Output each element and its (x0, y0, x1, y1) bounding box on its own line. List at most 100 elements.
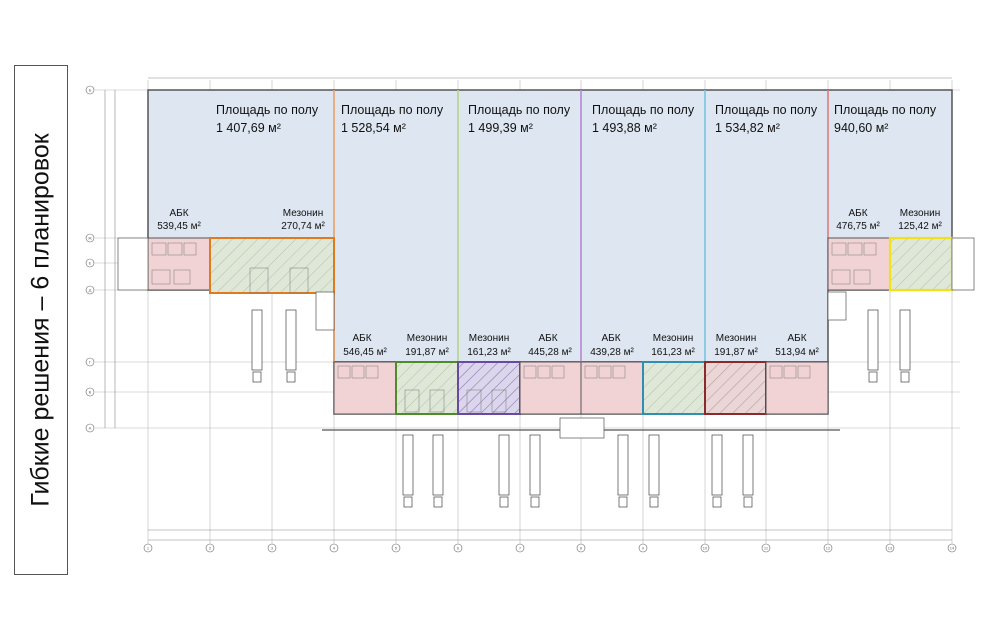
hall-1-label: Площадь по полу (216, 103, 319, 117)
axis-label: 3 (271, 546, 274, 551)
hall-6-area: 940,60 м² (834, 121, 888, 135)
abk-left-label: АБК (169, 208, 188, 219)
row-axis-label: Г (89, 360, 92, 365)
row-axis-markers: Б Ж Е Д Г В А (85, 85, 95, 433)
mezzanine-lower-2 (395, 361, 459, 415)
lower-room-details (337, 365, 811, 413)
axis-label: 5 (395, 546, 398, 551)
abk-right-label: АБК (848, 208, 867, 219)
abk-lower-5 (580, 361, 644, 415)
row-axis-label: В (89, 390, 92, 395)
abk-lower-1 (333, 361, 397, 415)
lower-room-2-label: Мезонин (407, 333, 447, 344)
upper-room-labels: АБК 539,45 м² Мезонин 270,74 м² АБК 476,… (157, 208, 942, 232)
stairs (117, 237, 975, 439)
hall-2-label: Площадь по полу (341, 103, 444, 117)
lower-room-labels: АБК 546,45 м² Мезонин 191,87 м² Мезонин … (343, 333, 819, 358)
axis-bubble (515, 543, 525, 553)
axis-label: 11 (764, 546, 769, 551)
axis-bubble (947, 543, 957, 553)
row-axis-bubble (85, 285, 95, 295)
row-axis-bubble (85, 387, 95, 397)
axis-bubble (885, 543, 895, 553)
axis-label: 4 (333, 546, 336, 551)
lower-room-3-label: Мезонин (469, 333, 509, 344)
axis-bubble (143, 543, 153, 553)
hall-5-label: Площадь по полу (715, 103, 818, 117)
mezzanine-lower-7 (704, 361, 767, 415)
row-axis-label: Д (89, 288, 92, 293)
row-axis-label: А (89, 426, 92, 431)
lower-room-5-area: 439,28 м² (590, 347, 634, 358)
lower-room-8-label: АБК (787, 333, 806, 344)
axis-bubble (453, 543, 463, 553)
abk-left-rooms (151, 242, 197, 285)
hall-3-area: 1 499,39 м² (468, 121, 533, 135)
axis-bubble (267, 543, 277, 553)
lower-room-8-area: 513,94 м² (775, 347, 819, 358)
lower-room-4-label: АБК (538, 333, 557, 344)
trucks (251, 309, 911, 508)
row-axis-bubble (85, 357, 95, 367)
axis-bubble (576, 543, 586, 553)
hall-2-area: 1 528,54 м² (341, 121, 406, 135)
hall-4-label: Площадь по полу (592, 103, 695, 117)
hall-labels: Площадь по полу 1 407,69 м² Площадь по п… (216, 103, 937, 135)
mez-right-label: Мезонин (900, 208, 940, 219)
lower-room-2-area: 191,87 м² (405, 347, 449, 358)
lower-room-5-label: АБК (601, 333, 620, 344)
axis-label: 7 (519, 546, 522, 551)
axis-label: 1 (147, 546, 150, 551)
axis-bubble (761, 543, 771, 553)
row-axis-bubble (85, 85, 95, 95)
hall-3-label: Площадь по полу (468, 103, 571, 117)
mez-right-area: 125,42 м² (898, 221, 942, 232)
lower-room-3-area: 161,23 м² (467, 347, 511, 358)
axis-bubble (205, 543, 215, 553)
abk-right-area: 476,75 м² (836, 221, 880, 232)
mezzanine-left (209, 237, 335, 294)
axis-label: 9 (642, 546, 645, 551)
lower-room-6-label: Мезонин (653, 333, 693, 344)
lower-room-1-area: 546,45 м² (343, 347, 387, 358)
axis-bubble (700, 543, 710, 553)
mez-left-label: Мезонин (283, 208, 323, 219)
hall-1-area: 1 407,69 м² (216, 121, 281, 135)
row-axis-bubble (85, 258, 95, 268)
axis-label: 10 (703, 546, 708, 551)
axis-bubble (391, 543, 401, 553)
abk-left-area: 539,45 м² (157, 221, 201, 232)
abk-lower-8 (765, 361, 829, 415)
axis-label: 6 (457, 546, 460, 551)
lower-room-6-area: 161,23 м² (651, 347, 695, 358)
row-axis-bubble (85, 233, 95, 243)
row-axis-bubble (85, 423, 95, 433)
hall-4-area: 1 493,88 м² (592, 121, 657, 135)
axis-label: 12 (826, 546, 831, 551)
axis-label: 2 (209, 546, 212, 551)
dimension-lines (104, 77, 952, 541)
mezzanine-right (888, 236, 954, 292)
abk-left (147, 237, 211, 291)
axis-label: 14 (950, 546, 955, 551)
lower-room-1-label: АБК (352, 333, 371, 344)
axis-bubble (329, 543, 339, 553)
mez-left-area: 270,74 м² (281, 221, 325, 232)
side-title-box: Гибкие решения – 6 планировок (14, 65, 68, 575)
axis-label: 8 (580, 546, 583, 551)
row-axis-label: Е (89, 261, 92, 266)
axis-bubble (638, 543, 648, 553)
axis-label: 13 (888, 546, 893, 551)
lower-room-4-area: 445,28 м² (528, 347, 572, 358)
row-axis-label: Ж (88, 236, 92, 241)
abk-lower-4 (519, 361, 582, 415)
mezzanine-lower-3 (457, 361, 521, 415)
axis-bubble (823, 543, 833, 553)
hall-5-area: 1 534,82 м² (715, 121, 780, 135)
lower-room-7-label: Мезонин (716, 333, 756, 344)
abk-right (827, 237, 891, 291)
mezzanine-lower-6 (642, 361, 706, 415)
row-axis-label: Б (89, 88, 92, 93)
